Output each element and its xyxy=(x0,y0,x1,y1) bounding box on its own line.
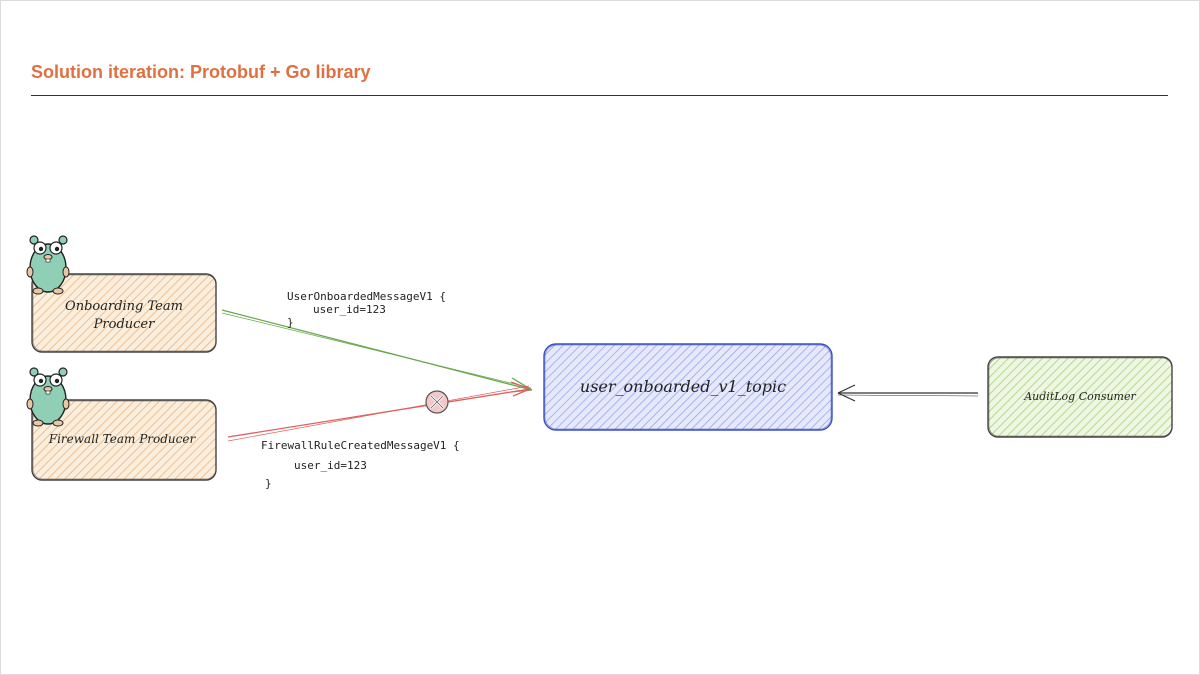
firewall-to-topic-arrow xyxy=(227,381,531,442)
firewall-message-line2: user_id=123 xyxy=(294,459,367,472)
onboarded-message-line3: } xyxy=(287,316,294,329)
onboarding-producer-box: Onboarding Team Producer xyxy=(31,273,217,353)
gopher-mascot-icon xyxy=(26,235,70,295)
onboarded-message-code: UserOnboardedMessageV1 { user_id=123 } xyxy=(287,290,446,329)
consumer-to-topic-arrow xyxy=(837,384,979,402)
onboarded-message-line1: UserOnboardedMessageV1 { xyxy=(287,290,446,303)
auditlog-consumer-label: AuditLog Consumer xyxy=(1023,390,1136,403)
auditlog-consumer-box: AuditLog Consumer xyxy=(987,356,1173,438)
slide-title: Solution iteration: Protobuf + Go librar… xyxy=(31,62,371,82)
onboarded-message-line2: user_id=123 xyxy=(313,303,386,316)
rejected-x-icon xyxy=(425,390,449,414)
topic-label: user_onboarded_v1_topic xyxy=(580,377,786,396)
onboarding-producer-label-line2: Producer xyxy=(93,317,155,332)
onboarding-to-topic-arrow xyxy=(221,309,533,393)
onboarding-producer-label-line1: Onboarding Team xyxy=(65,299,183,314)
firewall-message-line1: FirewallRuleCreatedMessageV1 { xyxy=(261,439,460,452)
firewall-producer-label: Firewall Team Producer xyxy=(48,432,197,446)
firewall-message-line3: } xyxy=(265,477,272,490)
firewall-producer-box: Firewall Team Producer xyxy=(31,399,217,481)
title-divider xyxy=(31,95,1168,96)
firewall-message-code: FirewallRuleCreatedMessageV1 { user_id=1… xyxy=(261,439,460,490)
gopher-mascot-icon xyxy=(26,367,70,427)
topic-box: user_onboarded_v1_topic xyxy=(543,343,833,431)
